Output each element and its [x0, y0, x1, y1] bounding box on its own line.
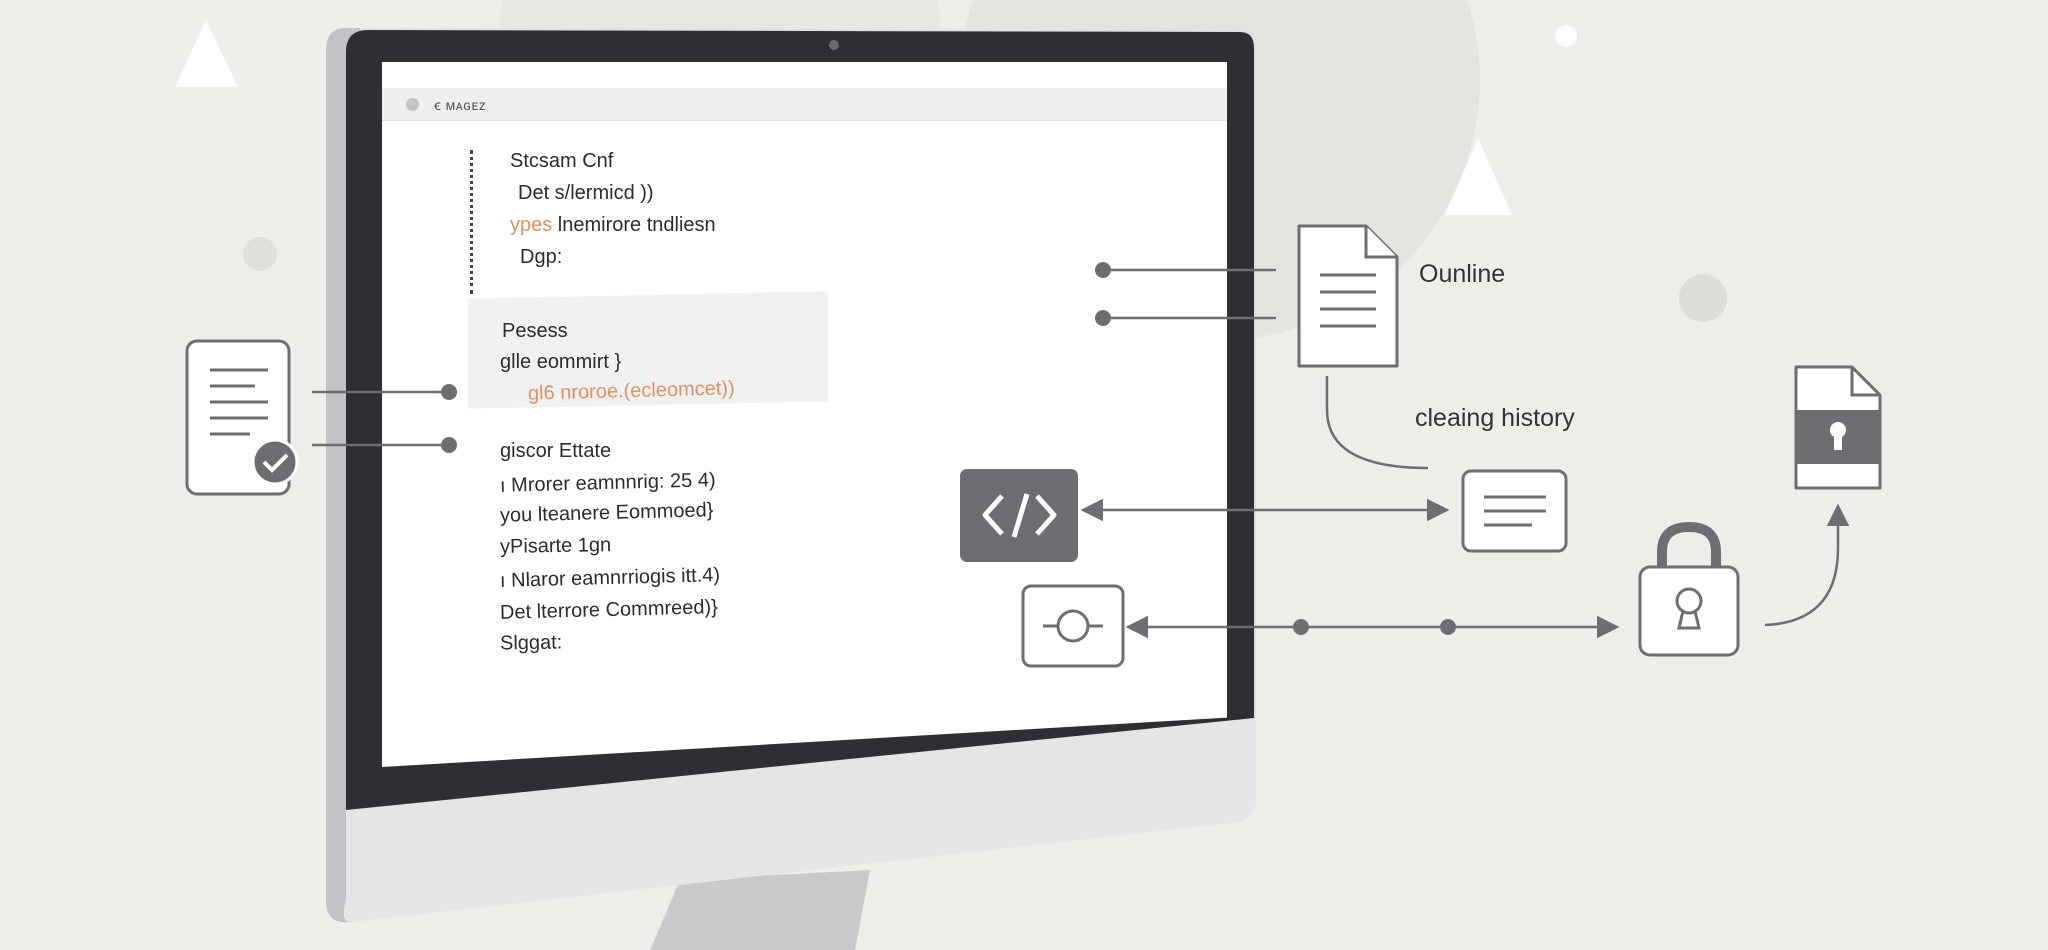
window-control-dot[interactable] — [406, 98, 419, 111]
monitor-screen: ꞓ ᴍᴀɢᴇᴢ Stcsam Cnf Det s/lermicd )) ypes… — [382, 62, 1227, 767]
window-titlebar: ꞓ ᴍᴀɢᴇᴢ — [382, 88, 1227, 121]
arrow-toggle-lock — [1125, 615, 1620, 639]
locked-file-icon[interactable] — [1794, 365, 1882, 490]
connector-outline — [1095, 262, 1276, 326]
connector-left — [312, 384, 457, 453]
code-line: ypes lnemirore tndliesn — [510, 214, 716, 236]
code-line: Pesess — [502, 320, 568, 342]
padlock-icon[interactable] — [1638, 521, 1740, 657]
camera-dot — [829, 40, 839, 50]
connector-curve — [1325, 376, 1429, 470]
code-line: glle eommirt } — [500, 351, 622, 373]
bg-dot — [1679, 274, 1727, 322]
monitor-stand — [650, 870, 870, 950]
code-line: Dgp: — [520, 246, 563, 268]
code-keyword: ypes — [510, 214, 553, 236]
bg-triangle — [175, 20, 238, 87]
window-title: ꞓ ᴍᴀɢᴇᴢ — [434, 97, 487, 113]
code-gutter-rule — [470, 150, 473, 294]
document-check-icon[interactable] — [185, 339, 299, 496]
monitor-chin — [343, 718, 1256, 922]
bg-dot — [243, 237, 277, 271]
code-icon[interactable] — [960, 469, 1078, 562]
clearing-history-label: cleaing history — [1415, 404, 1575, 432]
bg-triangle — [1445, 138, 1512, 215]
code-line: giscor Ettate — [500, 440, 612, 462]
note-icon[interactable] — [1461, 469, 1568, 553]
document-icon[interactable] — [1297, 224, 1399, 368]
outline-label: Ounline — [1419, 260, 1506, 288]
code-line: Det s/lermicd )) — [518, 182, 654, 204]
code-line: Stcsam Cnf — [510, 150, 614, 172]
arrow-lock-file — [1764, 503, 1850, 627]
bg-dot — [1555, 25, 1577, 47]
toggle-icon[interactable] — [1021, 584, 1125, 668]
